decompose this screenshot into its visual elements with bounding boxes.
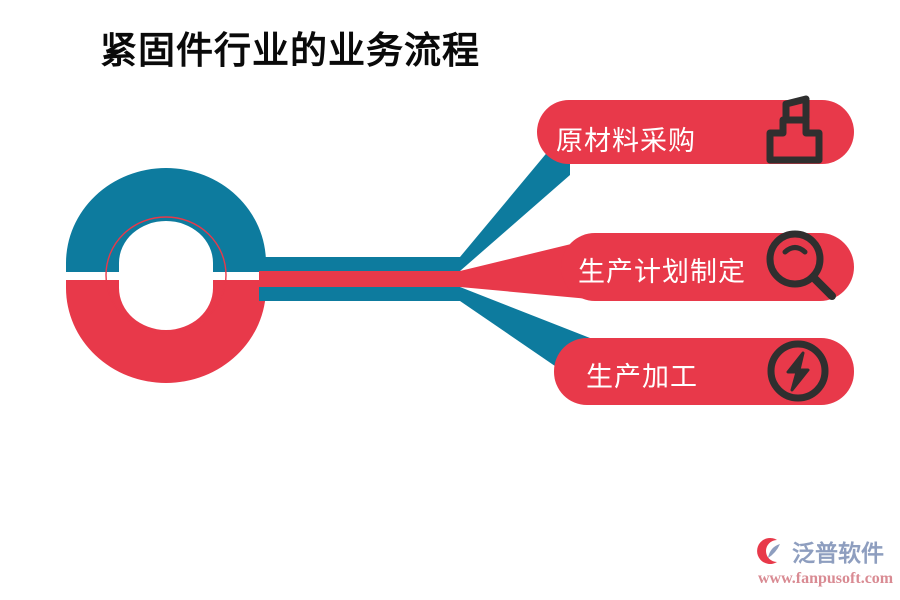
trunk-band-bottom <box>259 287 460 301</box>
brand-url: www.fanpusoft.com <box>758 570 894 587</box>
trunk-band-top <box>259 257 460 271</box>
step-label-0: 原材料采购 <box>556 126 696 156</box>
branch-connector-0 <box>460 125 570 271</box>
brand-row: 泛普软件 <box>757 534 884 568</box>
magnifier-icon <box>766 230 836 300</box>
step-pill-0[interactable] <box>537 95 854 164</box>
hub-bottom-arc <box>66 280 266 383</box>
hub-inner-outline <box>105 216 227 334</box>
step-pill-1[interactable] <box>561 230 854 301</box>
page-title: 紧固件行业的业务流程 <box>100 31 480 72</box>
brand-name: 泛普软件 <box>792 540 884 566</box>
step-label-1: 生产计划制定 <box>578 257 746 287</box>
step-pill-2[interactable] <box>554 338 854 405</box>
step-label-2: 生产加工 <box>586 362 698 392</box>
step-pill-1-body[interactable] <box>561 233 854 301</box>
process-hub <box>66 168 266 383</box>
hub-top-arc <box>66 168 266 272</box>
brand-logo-icon <box>757 538 780 564</box>
step-pill-0-body[interactable] <box>537 100 854 164</box>
brand-watermark: 泛普软件 www.fanpusoft.com <box>757 534 897 592</box>
stamp-icon <box>766 95 823 164</box>
lightning-bolt-icon <box>767 340 829 402</box>
trunk-connector <box>259 257 460 301</box>
trunk-band-middle <box>259 271 460 287</box>
